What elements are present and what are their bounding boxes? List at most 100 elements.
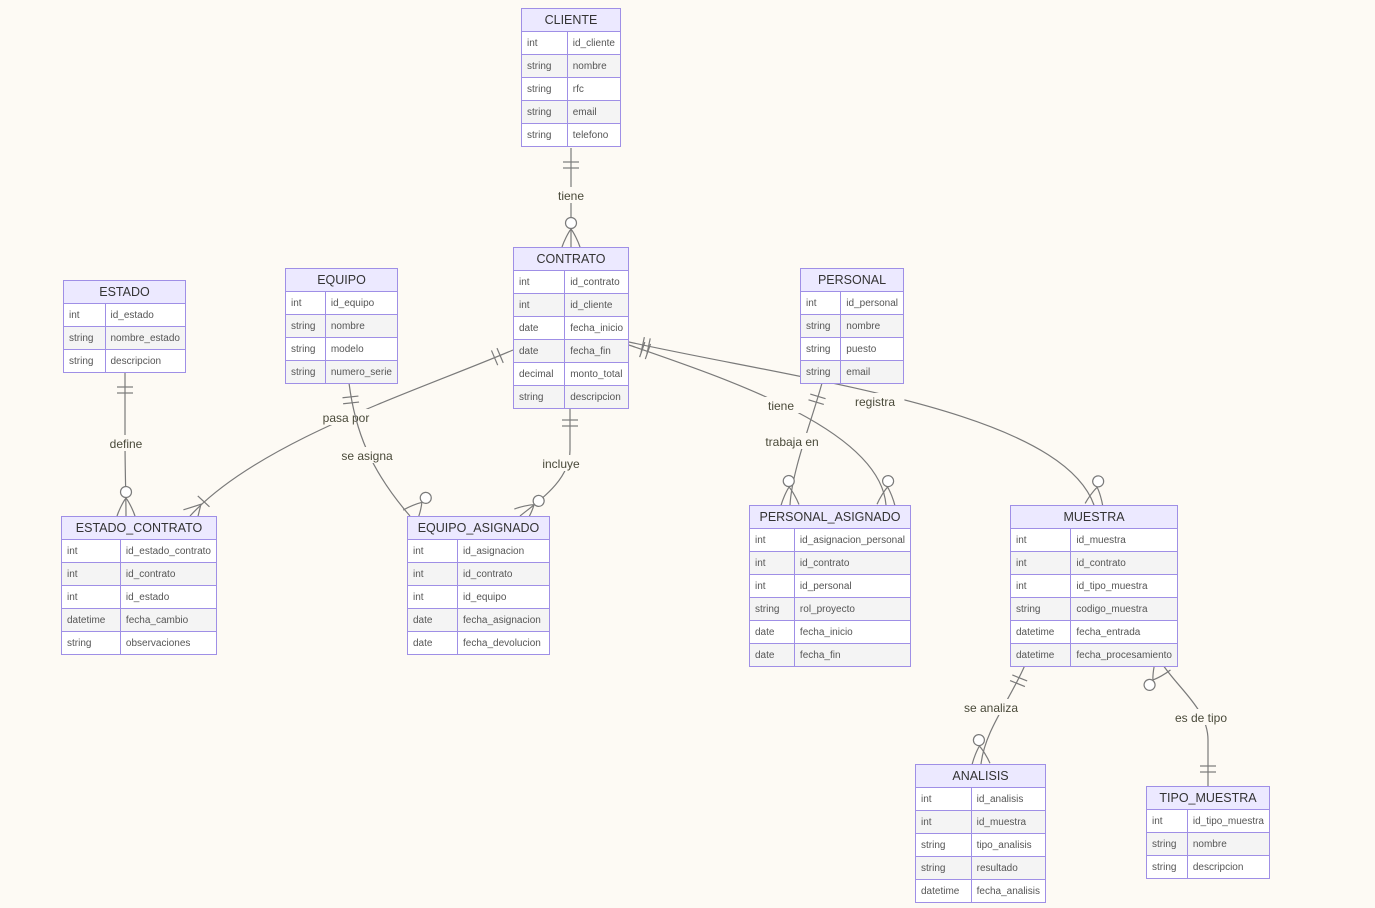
attribute-type: string: [801, 314, 842, 338]
relationship-label-bg: [955, 699, 1027, 715]
relationship-label-bg: [551, 187, 591, 203]
relationship-muestra-analisis[interactable]: se analiza: [955, 664, 1028, 765]
relationship-label: tiene: [558, 189, 584, 203]
attribute-name: id_analisis: [971, 788, 1045, 811]
attribute-name: id_cliente: [567, 32, 620, 55]
attribute-type: datetime: [916, 879, 972, 902]
attribute-name: fecha_fin: [794, 643, 910, 666]
entity-title: EQUIPO: [286, 269, 397, 292]
attribute-type: int: [916, 788, 972, 811]
attribute-type: int: [64, 304, 106, 327]
attribute-type: string: [522, 123, 568, 146]
attribute-type: int: [1011, 529, 1072, 552]
attribute-name: id_asignacion: [457, 540, 549, 563]
attribute-type: date: [514, 339, 566, 363]
cardinality-zero-or-many: [876, 474, 896, 506]
attribute-name: codigo_muestra: [1070, 597, 1177, 621]
relationship-tipo_muestra-muestra[interactable]: es de tipo: [1139, 659, 1237, 786]
entity-title: PERSONAL: [801, 269, 903, 292]
entity-title: ESTADO: [64, 281, 185, 304]
attribute-type: int: [514, 293, 566, 317]
relationship-label-bg: [1165, 709, 1237, 725]
attribute-type: string: [514, 385, 566, 408]
relationship-contrato-personal_asignado[interactable]: tiene: [628, 341, 898, 506]
attribute-name: id_personal: [794, 574, 910, 598]
cardinality-one: [1200, 765, 1216, 773]
attribute-type: int: [750, 574, 795, 598]
relationship-estado-estado_contrato[interactable]: define: [103, 373, 149, 517]
relationship-line: [628, 341, 1095, 506]
relationship-label: define: [110, 437, 143, 451]
attribute-name: rol_proyecto: [794, 597, 910, 621]
attribute-type: string: [286, 337, 326, 361]
entity-title: MUESTRA: [1011, 506, 1177, 529]
relationship-contrato-muestra[interactable]: registra: [628, 336, 1108, 507]
attribute-name: id_equipo: [325, 292, 397, 315]
relationship-line: [519, 406, 571, 517]
attribute-name: id_equipo: [457, 585, 549, 609]
attribute-name: id_asignacion_personal: [794, 529, 910, 552]
relationship-cliente-contrato[interactable]: tiene: [551, 148, 591, 248]
relationship-personal-personal_asignado[interactable]: trabaja en: [756, 382, 828, 506]
relationship-equipo-equipo_asignado[interactable]: se asigna: [334, 382, 436, 523]
attribute-name: id_muestra: [1070, 529, 1177, 552]
attribute-name: puesto: [840, 337, 903, 361]
attribute-name: id_cliente: [564, 293, 628, 317]
attribute-name: nombre: [325, 314, 397, 338]
cardinality-one: [640, 336, 651, 355]
cardinality-one: [490, 347, 504, 366]
attribute-name: rfc: [567, 77, 620, 101]
attribute-type: string: [64, 326, 106, 350]
cardinality-one: [342, 395, 360, 405]
attribute-name: modelo: [325, 337, 397, 361]
attribute-type: date: [408, 631, 458, 654]
relationship-label: pasa por: [323, 411, 370, 425]
attribute-type: int: [286, 292, 326, 315]
relationship-label: registra: [855, 395, 895, 409]
attribute-type: date: [750, 643, 795, 666]
attribute-name: fecha_devolucion: [457, 631, 549, 654]
attribute-type: date: [750, 620, 795, 644]
cardinality-zero-or-many: [971, 733, 991, 765]
cardinality-zero-or-many: [116, 485, 136, 517]
relationship-contrato-equipo_asignado[interactable]: incluye: [514, 406, 588, 524]
attribute-type: string: [522, 77, 568, 101]
attribute-type: datetime: [1011, 620, 1072, 644]
attribute-name: descripcion: [105, 349, 185, 372]
relationship-contrato-estado_contrato[interactable]: pasa por: [183, 347, 514, 523]
attribute-name: fecha_inicio: [564, 316, 628, 340]
attribute-type: int: [750, 551, 795, 575]
